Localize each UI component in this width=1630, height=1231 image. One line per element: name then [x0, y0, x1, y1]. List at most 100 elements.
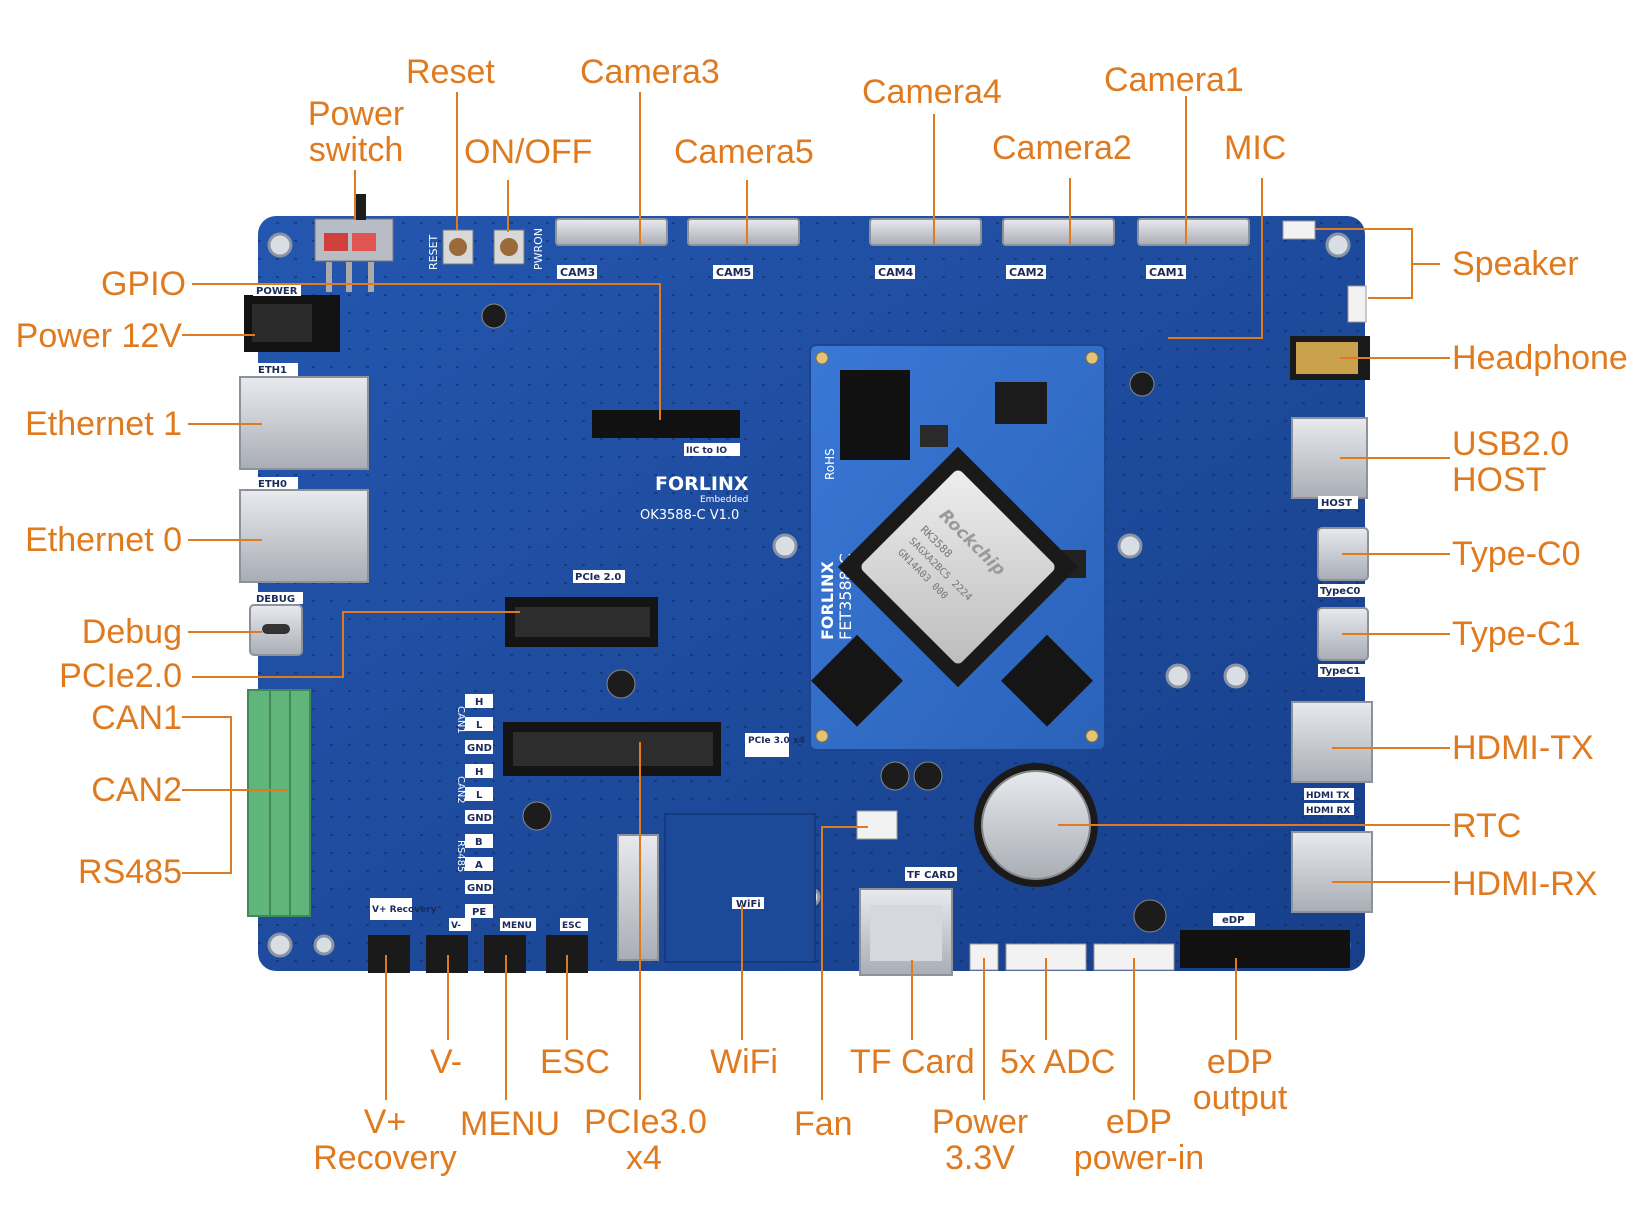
label-pcie30: PCIe3.0 x4 — [584, 1103, 707, 1177]
terminal-block — [247, 689, 311, 917]
edp-header: eDP — [1180, 913, 1350, 968]
silk-cam4: CAM4 — [878, 266, 914, 279]
silk-cam5: CAM5 — [716, 266, 751, 279]
silk-menu: MENU — [502, 921, 532, 931]
gpio-header: IIC to IO — [592, 410, 740, 456]
label-reset: Reset — [406, 53, 495, 91]
label-adc: 5x ADC — [1000, 1043, 1116, 1081]
label-v-minus: V- — [430, 1043, 463, 1081]
label-wifi: WiFi — [710, 1043, 778, 1081]
label-can2: CAN2 — [91, 771, 182, 809]
silk-pwron: PWRON — [532, 228, 545, 270]
silk-eth1: ETH1 — [258, 365, 287, 376]
silk-pe: PE — [472, 907, 486, 918]
silk-wifi: WiFi — [736, 899, 761, 910]
camera-connectors — [555, 218, 1250, 246]
board-brand: FORLINX — [655, 473, 749, 495]
silk-cam2: CAM2 — [1009, 266, 1044, 279]
silk-can1-l: L — [476, 720, 483, 731]
power-jack: POWER — [244, 284, 340, 352]
label-edp-output: eDP output — [1192, 1043, 1288, 1117]
label-mic: MIC — [1224, 129, 1287, 167]
silk-can2-l: L — [476, 790, 483, 801]
label-power-switch: Power switch — [307, 95, 405, 169]
label-rtc: RTC — [1452, 807, 1522, 845]
fan-connector — [856, 810, 898, 840]
silk-edp: eDP — [1222, 915, 1244, 926]
label-can1: CAN1 — [91, 699, 182, 737]
rtc-battery — [974, 763, 1098, 887]
board-logo: FORLINX Embedded OK3588-C V1.0 — [640, 473, 749, 523]
silk-rs485-a: A — [475, 860, 483, 871]
board-model: OK3588-C V1.0 — [640, 508, 739, 523]
silk-can2-h: H — [475, 767, 483, 778]
label-speaker: Speaker — [1452, 245, 1579, 283]
label-camera4: Camera4 — [862, 73, 1002, 111]
label-hdmi-rx: HDMI-RX — [1452, 865, 1598, 903]
silk-can1-h: H — [475, 697, 483, 708]
label-debug: Debug — [81, 613, 182, 651]
label-tf-card: TF Card — [850, 1043, 975, 1081]
silk-tf-card: TF CARD — [907, 870, 955, 881]
silk-reset: RESET — [427, 234, 440, 270]
label-on-off: ON/OFF — [464, 133, 593, 171]
silk-rs485-gnd: GND — [467, 883, 492, 894]
label-camera2: Camera2 — [992, 129, 1132, 167]
label-camera3: Camera3 — [580, 53, 720, 91]
som-module: RoHS FORLINX FET3588-C Rockchip RK3588 S… — [809, 344, 1106, 751]
label-v-plus-recovery: V+ Recovery — [313, 1103, 457, 1177]
silk-vplus-recovery: V+ Recovery — [372, 905, 437, 915]
bottom-connectors — [969, 943, 1175, 971]
silk-pcie3: PCIe 3.0 x4 — [748, 736, 805, 746]
bus-silk-table: H L GND H L GND B A GND PE CAN1 CAN2 RS4… — [455, 694, 493, 918]
silk-pcie2: PCIe 2.0 — [575, 572, 621, 583]
board-brand-sub: Embedded — [700, 495, 748, 505]
label-camera5: Camera5 — [674, 133, 814, 171]
debug-port: DEBUG — [249, 592, 303, 656]
silk-rs485: RS485 — [455, 840, 466, 872]
silk-esc: ESC — [562, 921, 582, 931]
label-ethernet1: Ethernet 1 — [25, 405, 182, 443]
silk-debug: DEBUG — [256, 594, 295, 605]
silk-vminus: V- — [451, 921, 461, 931]
tf-card-slot: TF CARD — [859, 867, 957, 976]
silk-hdmi-tx: HDMI TX — [1306, 791, 1350, 801]
onoff-button — [493, 229, 525, 265]
silk-iic-io: IIC to IO — [686, 446, 727, 456]
label-fan: Fan — [794, 1105, 853, 1143]
silk-can2-gnd: GND — [467, 813, 492, 824]
label-hdmi-tx: HDMI-TX — [1452, 729, 1594, 767]
label-gpio: GPIO — [100, 265, 186, 303]
silk-typec0: TypeC0 — [1320, 586, 1360, 597]
label-headphone: Headphone — [1452, 339, 1628, 377]
silk-hdmi-rx: HDMI RX — [1306, 806, 1350, 816]
pcie2-slot: PCIe 2.0 — [505, 570, 658, 647]
silk-can1: CAN1 — [455, 706, 466, 734]
label-power-12v: Power 12V — [15, 317, 182, 355]
silk-cam3: CAM3 — [560, 266, 595, 279]
label-power-33v: Power 3.3V — [931, 1103, 1029, 1177]
wifi-area: WiFi — [617, 813, 816, 963]
silk-typec1: TypeC1 — [1320, 666, 1360, 677]
leader-lines — [182, 92, 1450, 1100]
label-type-c1: Type-C1 — [1452, 615, 1581, 653]
label-esc: ESC — [540, 1043, 610, 1081]
power-switch — [314, 194, 394, 292]
capacitors — [481, 303, 1167, 933]
silk-eth0: ETH0 — [258, 479, 287, 490]
pcie3-slot: PCIe 3.0 x4 — [503, 722, 805, 776]
silk-can2: CAN2 — [455, 776, 466, 804]
label-rs485: RS485 — [78, 853, 182, 891]
label-menu: MENU — [460, 1105, 561, 1143]
label-pcie20: PCIe2.0 — [59, 657, 182, 695]
som-brand: FORLINX — [818, 561, 837, 640]
label-camera1: Camera1 — [1104, 61, 1244, 99]
silk-cam1: CAM1 — [1149, 266, 1184, 279]
label-ethernet0: Ethernet 0 — [25, 521, 182, 559]
silk-rs485-b: B — [475, 837, 483, 848]
label-type-c0: Type-C0 — [1452, 535, 1581, 573]
label-edp-power-in: eDP power-in — [1073, 1103, 1205, 1177]
silk-power: POWER — [256, 286, 298, 297]
reset-button — [442, 229, 474, 265]
silk-host: HOST — [1321, 498, 1352, 509]
